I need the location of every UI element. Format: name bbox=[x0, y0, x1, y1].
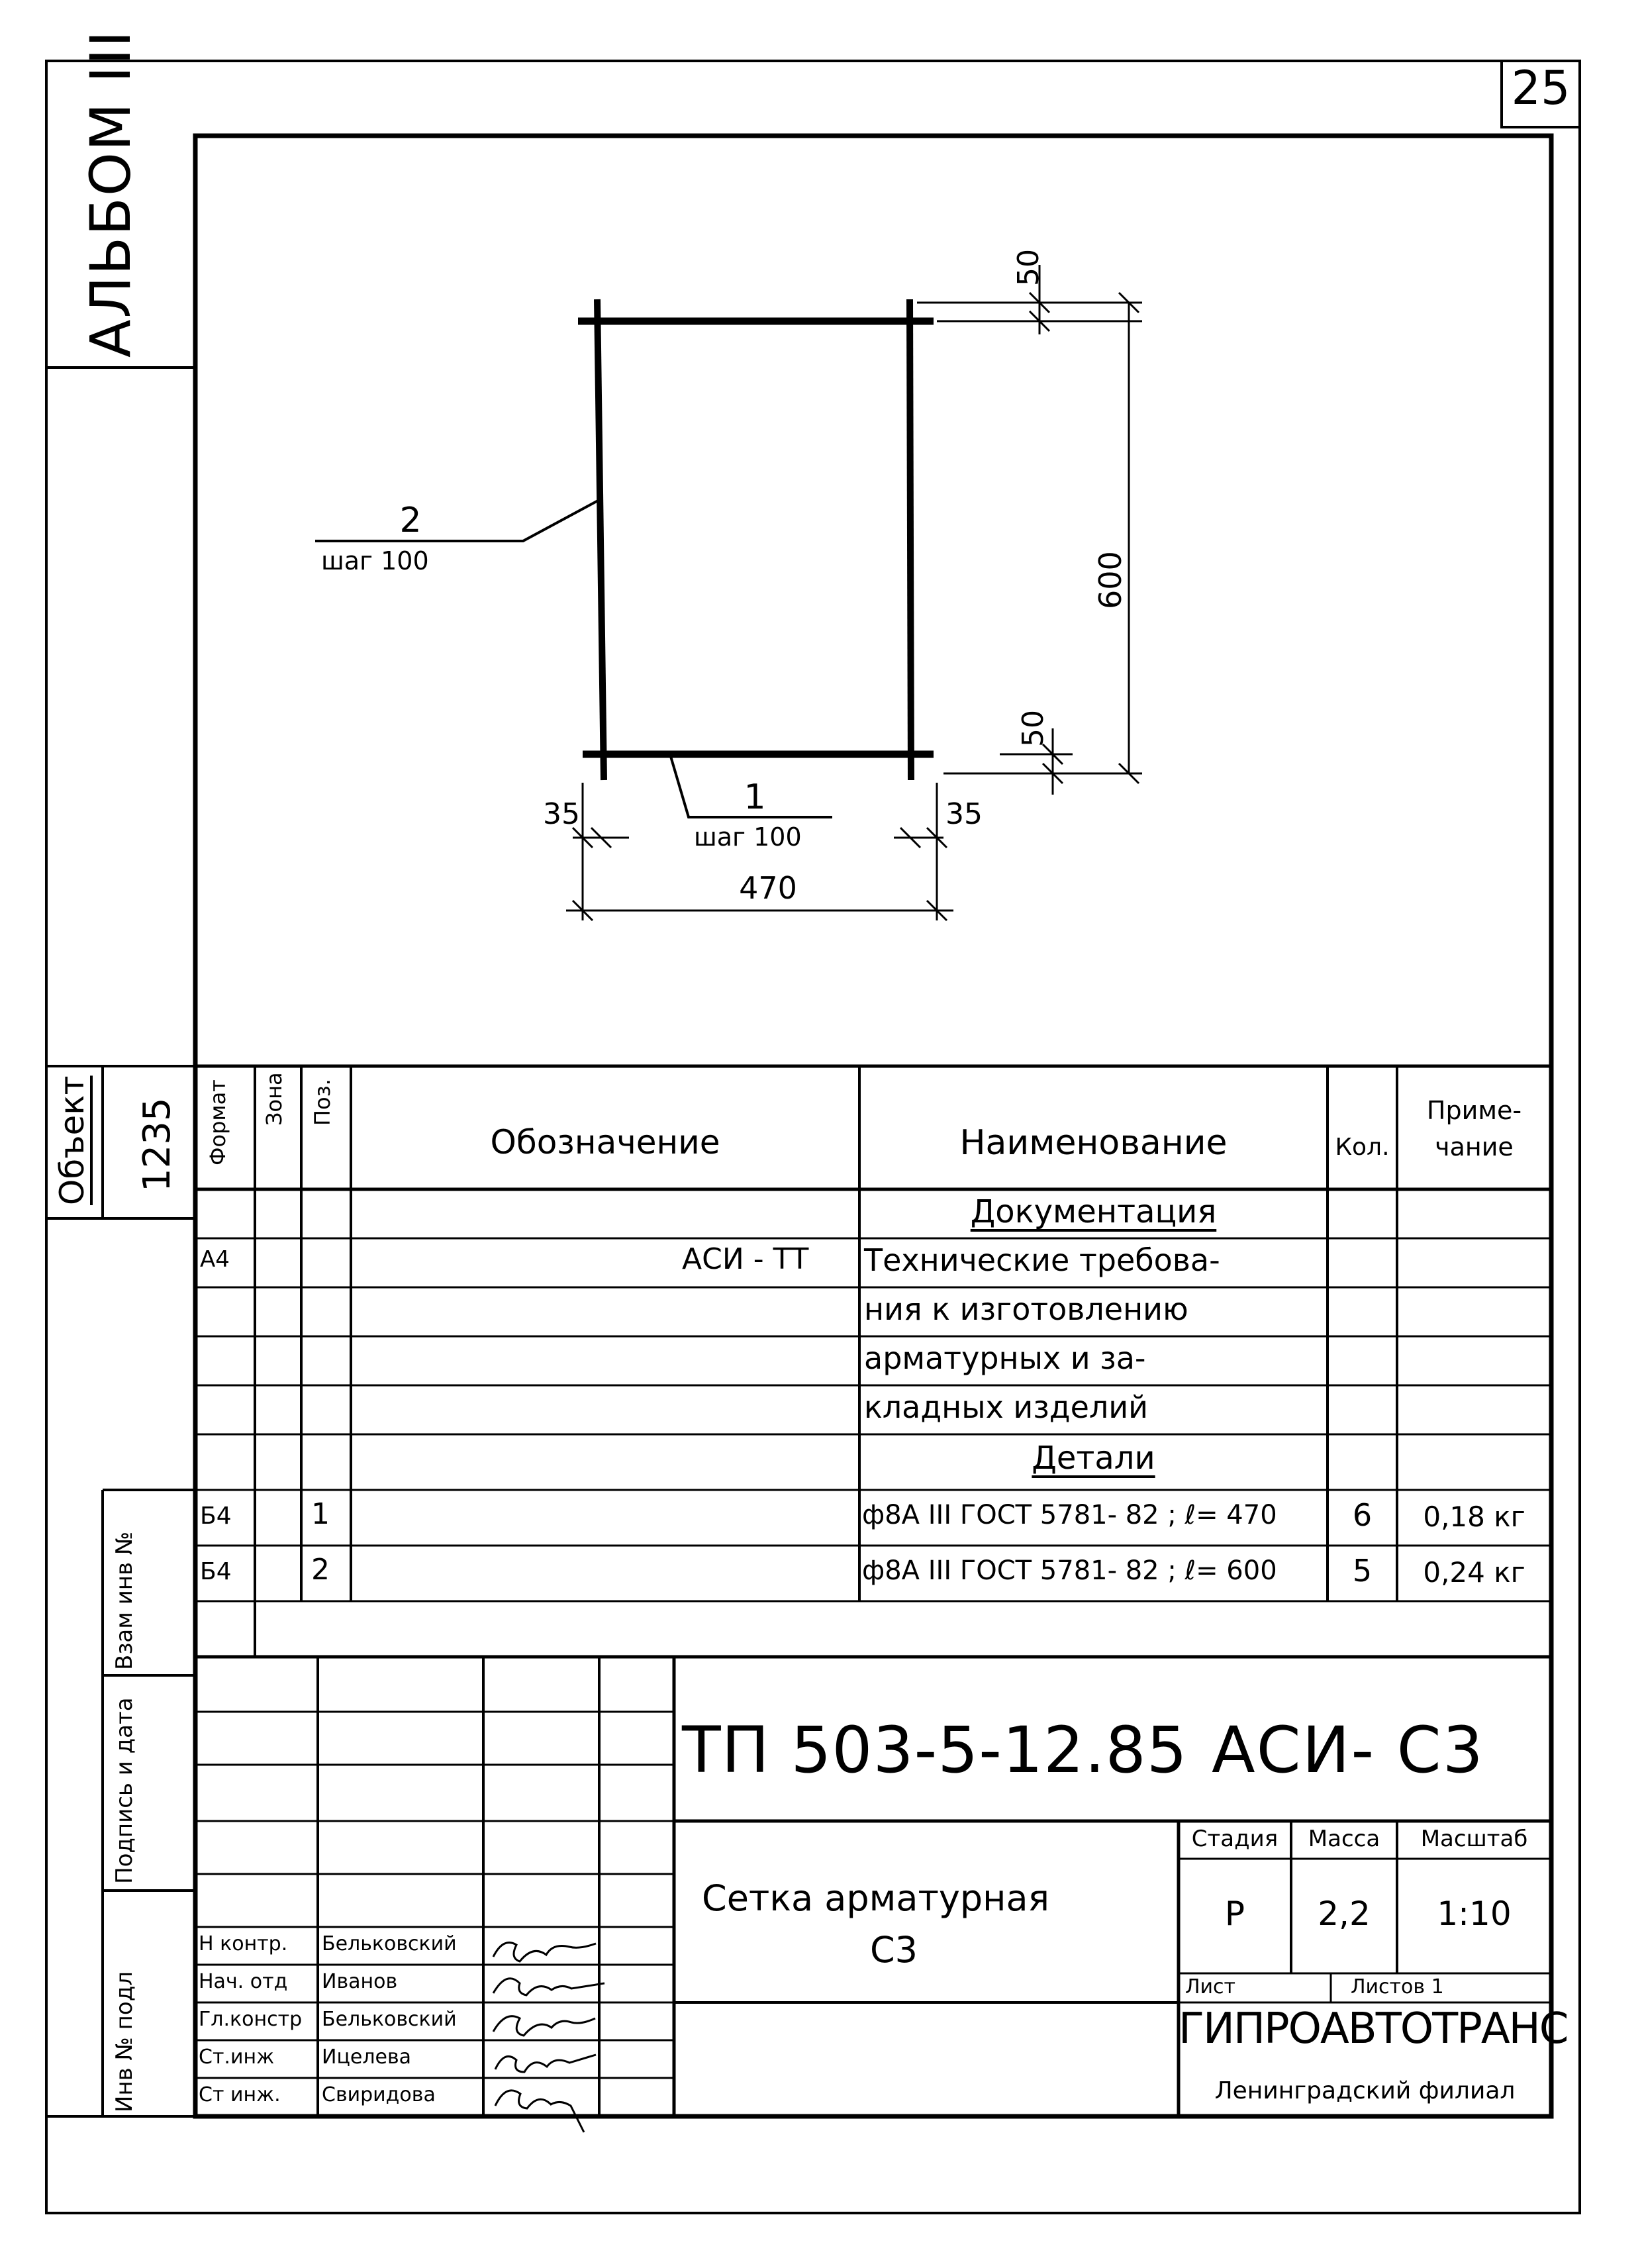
doc-code: ТП 503-5-12.85 bbox=[682, 1713, 1188, 1787]
branch-name: Ленинградский филиал bbox=[1214, 2077, 1516, 2104]
signature-3 bbox=[492, 2015, 596, 2037]
signature-4 bbox=[494, 2053, 597, 2073]
role-2: Нач. отд bbox=[199, 1970, 288, 1993]
row1-format: Б4 bbox=[200, 1503, 232, 1530]
inner-frame bbox=[193, 133, 1554, 2119]
section-details: Детали bbox=[1032, 1440, 1155, 1477]
name-5: Свиридова bbox=[322, 2083, 436, 2106]
header-name: Наименование bbox=[959, 1123, 1228, 1163]
dim-right-offset: 35 bbox=[945, 797, 983, 831]
sheets-label: Листов 1 bbox=[1351, 1975, 1444, 1998]
scale-value: 1:10 bbox=[1437, 1895, 1512, 1933]
name-1: Бельковский bbox=[322, 1932, 457, 1955]
row1-qty: 6 bbox=[1352, 1497, 1373, 1533]
signature-1 bbox=[492, 1942, 597, 1963]
pos1-number: 1 bbox=[744, 777, 766, 817]
stage-label: Стадия bbox=[1191, 1826, 1279, 1852]
header-note: Приме-чание bbox=[1426, 1096, 1522, 1162]
pos2-step: шаг 100 bbox=[321, 546, 429, 575]
signature-5 bbox=[494, 2089, 585, 2133]
name-3: Бельковский bbox=[322, 2008, 457, 2031]
section-docs: Документация bbox=[970, 1193, 1217, 1230]
doc-designation: АСИ - ТТ bbox=[682, 1242, 809, 1276]
title-line2: С3 bbox=[869, 1929, 918, 1971]
row2-pos: 2 bbox=[311, 1553, 330, 1587]
dim-left-offset: 35 bbox=[543, 797, 580, 831]
sheet-number-box bbox=[1500, 60, 1581, 128]
pos2-number: 2 bbox=[399, 501, 422, 540]
sheet-label: Лист bbox=[1185, 1975, 1236, 1998]
mass-label: Масса bbox=[1308, 1826, 1380, 1852]
doc-name-line4: кладных изделий bbox=[864, 1389, 1149, 1425]
title-line1: Сетка арматурная bbox=[702, 1877, 1050, 1919]
signature-2 bbox=[492, 1977, 605, 1997]
header-qty: Кол. bbox=[1335, 1134, 1390, 1161]
row2-format: Б4 bbox=[200, 1558, 232, 1585]
role-3: Гл.констр bbox=[199, 2008, 303, 2031]
mesh-left-bar bbox=[594, 299, 607, 781]
outer-border bbox=[45, 60, 1581, 2214]
org-name: ГИПРОАВТОТРАНС bbox=[1179, 2004, 1569, 2053]
doc-name-line2: ния к изготовлению bbox=[864, 1291, 1188, 1327]
row1-name: ф8А III ГОСТ 5781- 82 ; ℓ= 470 bbox=[862, 1500, 1277, 1530]
role-4: Ст.инж bbox=[199, 2046, 275, 2069]
doc-name-line3: арматурных и за- bbox=[864, 1340, 1146, 1376]
mass-value: 2,2 bbox=[1318, 1895, 1371, 1933]
dim-width: 470 bbox=[739, 870, 797, 906]
stage-value: Р bbox=[1224, 1895, 1245, 1933]
name-4: Ицелева bbox=[322, 2046, 412, 2069]
name-2: Иванов bbox=[322, 1970, 398, 1993]
header-designation: Обозначение bbox=[490, 1123, 720, 1161]
doc-format: А4 bbox=[200, 1246, 230, 1273]
row2-qty: 5 bbox=[1352, 1553, 1373, 1589]
row2-name: ф8А III ГОСТ 5781- 82 ; ℓ= 600 bbox=[862, 1555, 1277, 1586]
doc-name-line1: Технические требова- bbox=[864, 1242, 1220, 1278]
sheet-number: 25 bbox=[1511, 61, 1570, 115]
row1-pos: 1 bbox=[311, 1497, 330, 1531]
sheet-code: АСИ- С3 bbox=[1212, 1713, 1484, 1787]
row2-note: 0,24 кг bbox=[1423, 1556, 1525, 1589]
row1-note: 0,18 кг bbox=[1423, 1501, 1525, 1533]
role-1: Н контр. bbox=[199, 1932, 288, 1955]
scale-label: Масштаб bbox=[1420, 1826, 1528, 1852]
pos1-step: шаг 100 bbox=[694, 822, 802, 852]
role-5: Ст инж. bbox=[199, 2083, 281, 2106]
mesh-right-bar bbox=[906, 299, 914, 781]
